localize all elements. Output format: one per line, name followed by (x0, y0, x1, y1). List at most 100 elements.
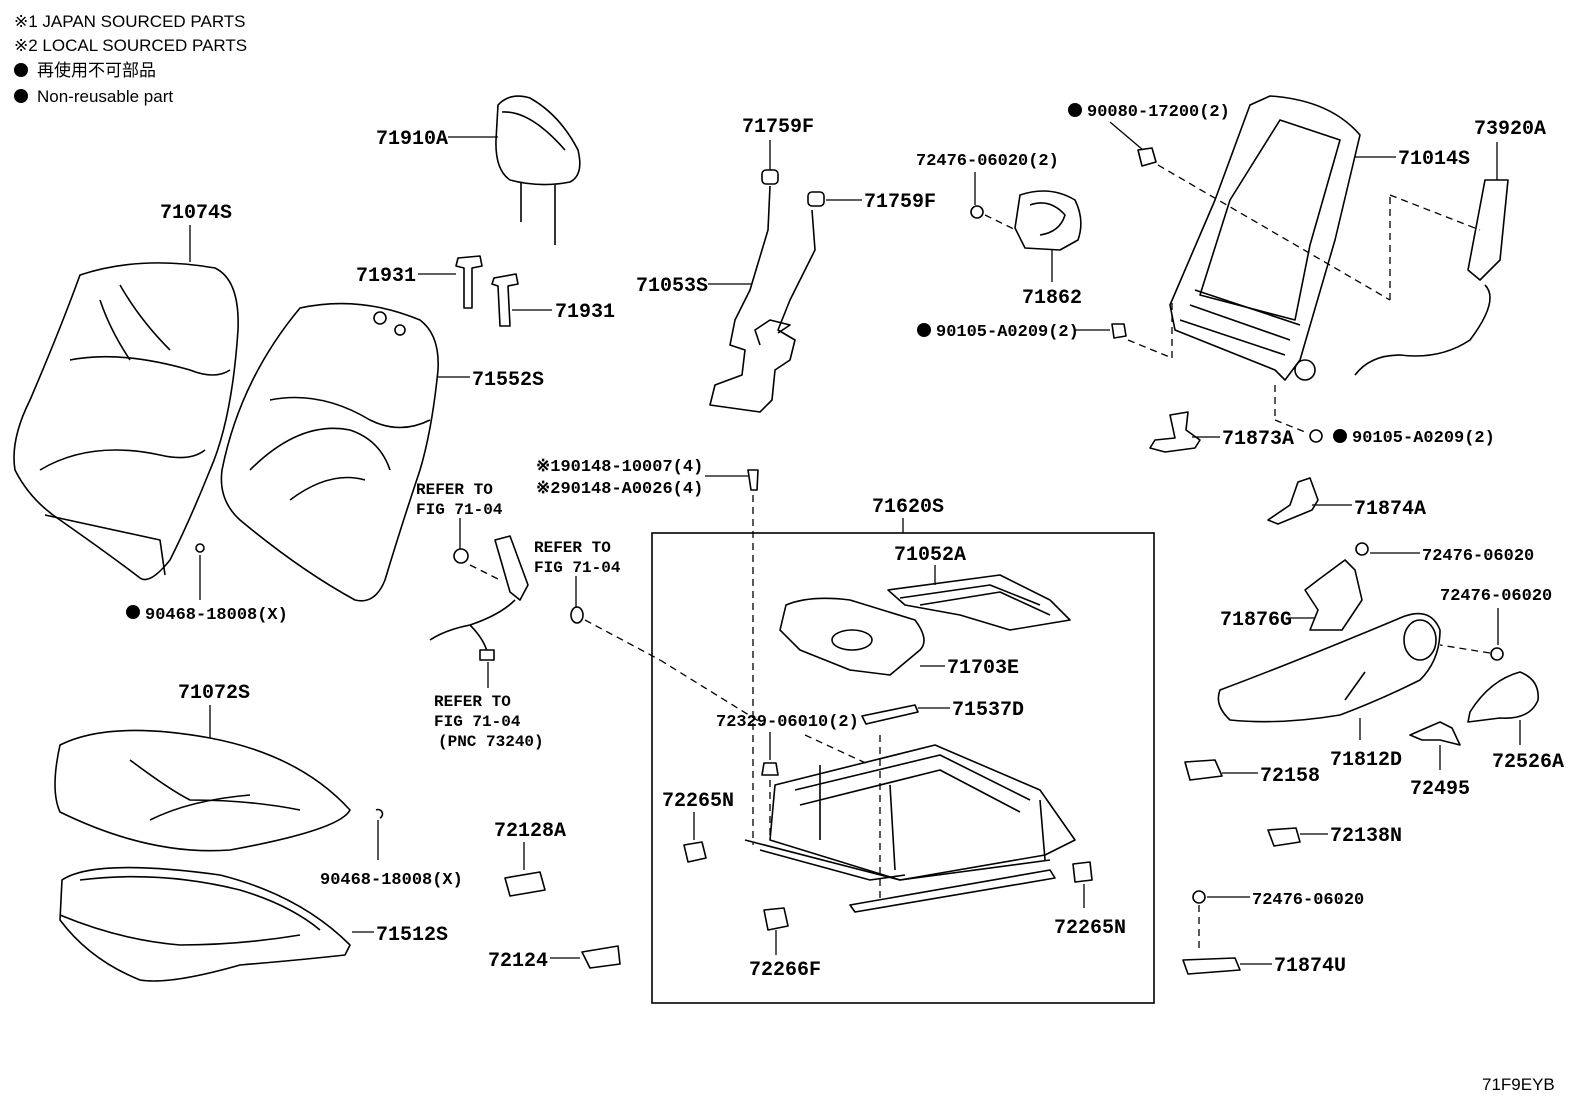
part-label-72138N: 72138N (1330, 825, 1402, 848)
seatback-frame-drawing (1169, 95, 1361, 381)
part-label-71552S: 71552S (472, 369, 544, 392)
seat-cushion-pad-drawing (59, 866, 351, 982)
headrest-support-drawing (455, 255, 519, 327)
part-label-71537D: 71537D (952, 699, 1024, 722)
cushion-pan-71703E-drawing (779, 597, 925, 676)
pad-71537D-icon (861, 704, 919, 725)
part-label-72329-06010: 72329-06010(2) (716, 713, 859, 732)
cover-72266F-icon (763, 907, 789, 931)
refer-figure-label: FIG 71-04 (416, 501, 503, 519)
part-label-72266F: 72266F (749, 959, 821, 982)
part-label-72476-06020-a: 72476-06020(2) (916, 152, 1059, 171)
part-label-71759F-b: 71759F (864, 191, 936, 214)
part-label-71759F-a: 71759F (742, 116, 814, 139)
seatback-spring-drawing (709, 185, 816, 413)
bolt-icon (1355, 542, 1369, 556)
non-reusable-bullet-icon (1333, 429, 1347, 443)
refer-to-label: REFER TO (534, 539, 611, 557)
clip-71874U-icon (1182, 957, 1241, 975)
part-label-71910A: 71910A (376, 128, 448, 151)
clip-72138N-drawing (1267, 827, 1301, 847)
grommet-icon (570, 606, 584, 624)
part-label-72495: 72495 (1410, 778, 1470, 801)
part-label-72476-06020-b: 72476-06020 (1422, 547, 1534, 566)
bolt-icon (1309, 429, 1323, 443)
legend-japan-sourced: ※1 JAPAN SOURCED PARTS (14, 12, 246, 31)
part-label-90105-A0209-a: 90105-A0209(2) (936, 323, 1079, 342)
pnc-reference-label: (PNC 73240) (438, 733, 544, 751)
screw-icon (747, 469, 759, 491)
part-label-71874U: 71874U (1274, 955, 1346, 978)
side-shield-71812D-drawing (1217, 612, 1441, 723)
nut-icon (1137, 147, 1157, 167)
headrest-drawing (495, 95, 581, 245)
connector-icon (453, 548, 469, 564)
part-label-72526A: 72526A (1492, 751, 1564, 774)
bolt-icon (1111, 323, 1127, 339)
part-label-71703E: 71703E (947, 657, 1019, 680)
part-label-90080-17200: 90080-17200(2) (1087, 103, 1230, 122)
refer-to-label: REFER TO (434, 693, 511, 711)
part-label-90105-A0209-b: 90105-A0209(2) (1352, 429, 1495, 448)
seat-spring-71052A-drawing (887, 574, 1071, 631)
part-label-71052A: 71052A (894, 544, 966, 567)
part-label-90468-18008-b: 90468-18008(X) (320, 871, 463, 890)
part-label-71876G: 71876G (1220, 609, 1292, 632)
seat-track-adjuster-drawing (744, 744, 1076, 913)
refer-to-label: REFER TO (416, 481, 493, 499)
non-reusable-bullet-icon (14, 89, 28, 103)
part-label-72265N-a: 72265N (662, 790, 734, 813)
seatback-cover-drawing (13, 262, 239, 581)
knob-72526A-drawing (1467, 671, 1539, 723)
spring-clip-icon (807, 191, 825, 207)
part-label-71862: 71862 (1022, 287, 1082, 310)
nut-icon (761, 762, 779, 776)
seatbelt-buckle-harness-drawing (429, 535, 529, 661)
bracket-71874A-drawing (1267, 477, 1319, 525)
part-label-71873A: 71873A (1222, 428, 1294, 451)
part-label-90148-A0026: ※290148-A0026(4) (536, 480, 703, 499)
legend-non-reusable-en: Non-reusable part (37, 87, 173, 106)
non-reusable-bullet-icon (14, 63, 28, 77)
part-label-71931-b: 71931 (555, 301, 615, 324)
cover-72265N-icon (683, 841, 707, 863)
part-label-72124: 72124 (488, 950, 548, 973)
recliner-motor-drawing (1014, 190, 1082, 251)
legend-local-sourced: ※2 LOCAL SOURCED PARTS (14, 36, 247, 55)
refer-figure-label: FIG 71-04 (534, 559, 621, 577)
part-label-71931-a: 71931 (356, 265, 416, 288)
non-reusable-bullet-icon (126, 605, 140, 619)
part-label-72158: 72158 (1260, 765, 1320, 788)
hog-ring-icon (195, 543, 205, 553)
part-label-71512S: 71512S (376, 924, 448, 947)
figure-code: 71F9EYB (1482, 1075, 1555, 1094)
part-label-72476-06020-d: 72476-06020 (1252, 891, 1364, 910)
wire-harness-clamp-drawing (1149, 411, 1201, 453)
clip-72158-drawing (1184, 759, 1223, 781)
part-label-73920A: 73920A (1474, 118, 1546, 141)
part-label-71874A: 71874A (1354, 498, 1426, 521)
part-label-71053S: 71053S (636, 275, 708, 298)
hog-ring-icon (375, 808, 384, 819)
cover-72265N-icon (1072, 861, 1093, 883)
bolt-icon (1490, 647, 1504, 661)
seat-cushion-cover-drawing (54, 729, 351, 852)
part-label-72128A: 72128A (494, 820, 566, 843)
part-label-71620S: 71620S (872, 496, 944, 519)
non-reusable-bullet-icon (1068, 103, 1082, 117)
part-label-71074S: 71074S (160, 202, 232, 225)
part-label-72265N-b: 72265N (1054, 917, 1126, 940)
cover-72128A-icon (504, 871, 546, 897)
part-label-71014S: 71014S (1398, 148, 1470, 171)
bolt-icon (1192, 890, 1206, 904)
bracket-72495-drawing (1409, 721, 1461, 746)
bracket-71876G-drawing (1304, 559, 1363, 631)
part-label-71812D: 71812D (1330, 749, 1402, 772)
refer-figure-label: FIG 71-04 (434, 713, 521, 731)
part-label-72476-06020-c: 72476-06020 (1440, 587, 1552, 606)
part-label-90468-18008-a: 90468-18008(X) (145, 606, 288, 625)
cover-72124-icon (581, 945, 621, 969)
seat-adjuster-assembly-frame (651, 532, 1155, 1004)
seatback-pad-drawing (220, 302, 439, 602)
